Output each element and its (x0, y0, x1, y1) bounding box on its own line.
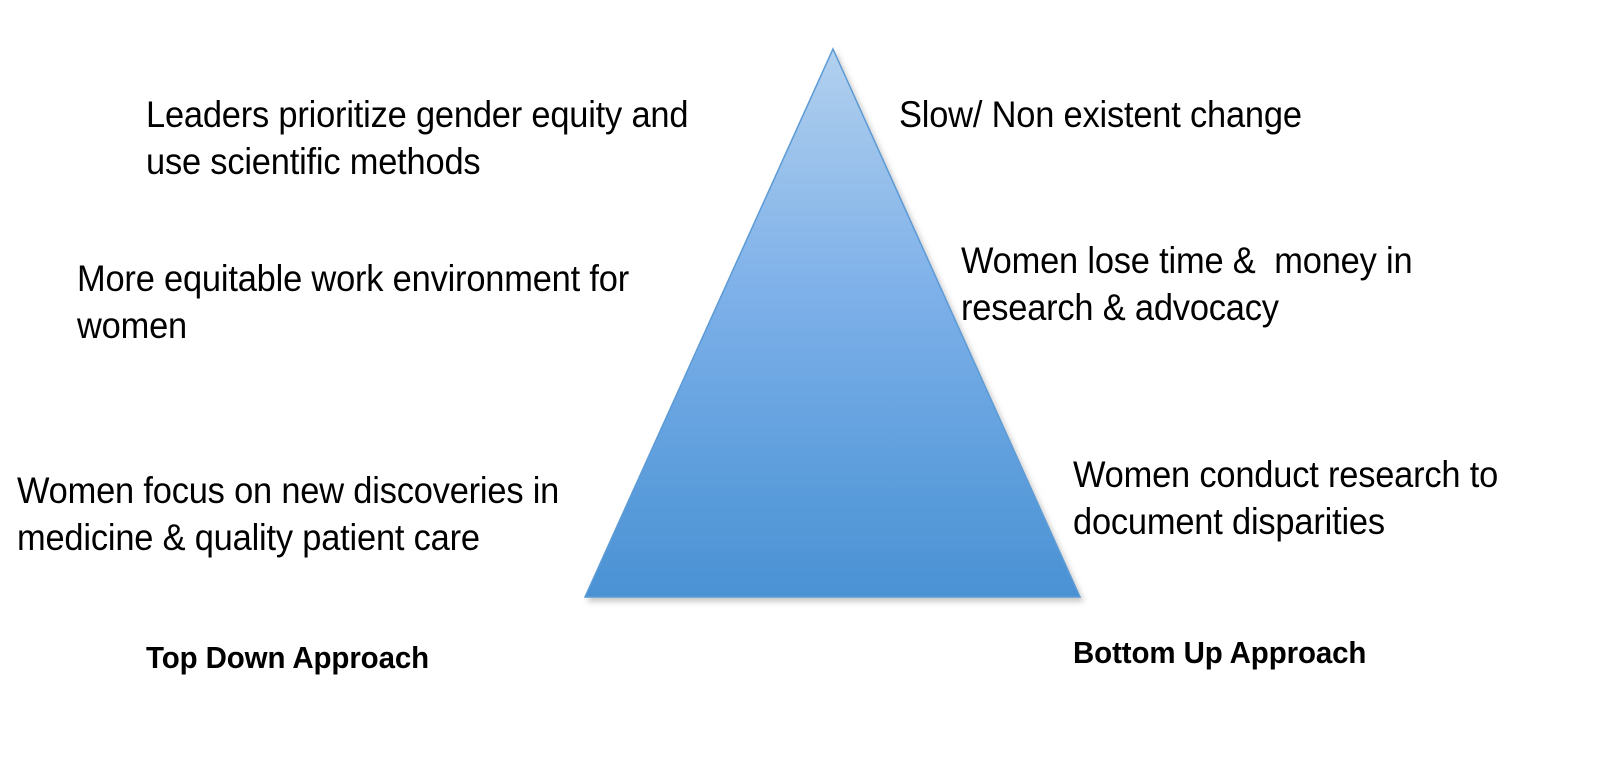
callout-left-leaders: Leaders prioritize gender equity and use… (146, 94, 698, 182)
label-bottom-up-approach: Bottom Up Approach (1073, 635, 1367, 670)
callout-right-conduct-research: Women conduct research to document dispa… (1073, 454, 1508, 542)
callout-left-equitable-environment: More equitable work environment for wome… (77, 258, 639, 346)
label-top-down-approach: Top Down Approach (146, 640, 430, 675)
callout-left-new-discoveries: Women focus on new discoveries in medici… (17, 470, 569, 558)
callout-right-slow-change: Slow/ Non existent change (899, 94, 1302, 135)
callout-right-lose-time-money: Women lose time & money in research & ad… (961, 240, 1422, 328)
